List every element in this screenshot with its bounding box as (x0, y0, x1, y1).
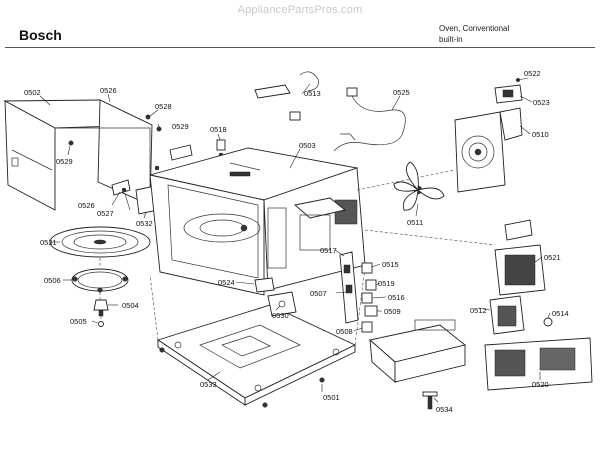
callout-labels: 0502 0526 0528 0529 0529 0518 0526 0527 … (24, 69, 569, 414)
top-bracket[interactable] (254, 71, 319, 121)
thermal-sensor[interactable] (254, 277, 297, 317)
callout-0503: 0503 (299, 141, 316, 150)
turntable-coupler[interactable] (93, 299, 109, 327)
callout-leader-lines (39, 77, 551, 403)
callout-0529: 0529 (56, 157, 73, 166)
brand-name: Bosch (19, 27, 62, 43)
callout-0504: 0504 (122, 301, 139, 310)
relay-board[interactable] (494, 77, 523, 104)
callout-0508: 0508 (336, 327, 353, 336)
callout-0513: 0513 (304, 89, 321, 98)
callout-0523: 0523 (533, 98, 550, 107)
callout-0526: 0526 (78, 201, 95, 210)
callout-0528: 0528 (155, 102, 172, 111)
callout-0524: 0524 (218, 278, 235, 287)
control-module[interactable] (484, 337, 593, 391)
callout-0522: 0522 (524, 69, 541, 78)
callout-0507: 0507 (310, 289, 327, 298)
mounting-bracket[interactable] (154, 144, 193, 171)
stirrer-shaft[interactable] (422, 391, 438, 410)
callout-0510: 0510 (532, 130, 549, 139)
callout-0518: 0518 (210, 125, 227, 134)
wiring-harness[interactable] (333, 87, 406, 152)
callout-0515: 0515 (382, 260, 399, 269)
callout-0533: 0533 (200, 380, 217, 389)
callout-0527: 0527 (97, 209, 114, 218)
callout-0514: 0514 (552, 309, 569, 318)
callout-0520: 0520 (532, 380, 549, 389)
callout-0509: 0509 (384, 307, 401, 316)
door-interlock-bracket[interactable] (339, 251, 359, 324)
cooling-fan-blade[interactable] (393, 161, 445, 211)
callout-0517: 0517 (320, 246, 337, 255)
callout-0530: 0530 (272, 311, 289, 320)
glass-turntable[interactable] (49, 226, 151, 258)
callout-0529: 0529 (172, 122, 189, 131)
callout-0525: 0525 (393, 88, 410, 97)
callout-0532: 0532 (136, 219, 153, 228)
callout-0512: 0512 (470, 306, 487, 315)
interlock-switches[interactable] (361, 262, 378, 333)
callout-0521: 0521 (544, 253, 561, 262)
callout-0531: 0531 (40, 238, 57, 247)
callout-0519: 0519 (378, 279, 395, 288)
model-description-line1: Oven, Conventional (439, 24, 510, 33)
oven-cavity[interactable] (149, 147, 366, 296)
high-voltage-transformer[interactable] (494, 219, 546, 296)
roller-ring[interactable] (71, 268, 129, 293)
callout-0502: 0502 (24, 88, 41, 97)
callout-0506: 0506 (44, 276, 61, 285)
callout-0511: 0511 (407, 218, 423, 227)
fan-motor-housing[interactable] (454, 107, 523, 193)
base-plate[interactable] (156, 304, 357, 408)
magnetron[interactable] (489, 295, 553, 335)
watermark-text: AppliancePartsPros.com (237, 4, 363, 16)
model-description-line2: built-in (439, 35, 463, 44)
callout-0505: 0505 (70, 317, 87, 326)
air-duct-assembly[interactable] (369, 319, 466, 383)
callout-0516: 0516 (388, 293, 405, 302)
callout-0501: 0501 (323, 393, 340, 402)
callout-0526: 0526 (100, 86, 117, 95)
outer-cabinet-wrap[interactable] (3, 99, 153, 211)
header-divider (5, 47, 595, 48)
callout-0534: 0534 (436, 405, 453, 414)
cabinet-screws[interactable] (68, 114, 162, 146)
